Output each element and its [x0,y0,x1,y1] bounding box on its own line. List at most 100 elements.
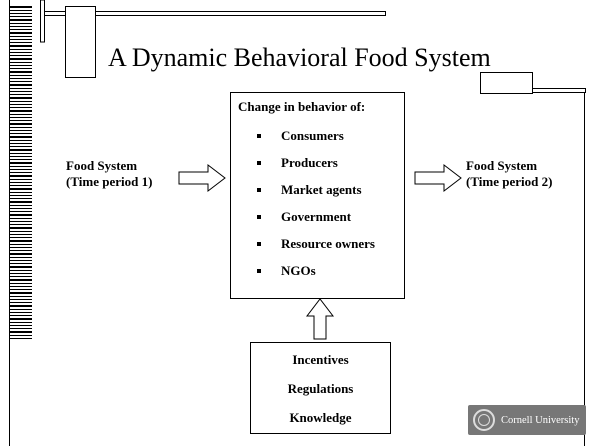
stripe [10,172,32,173]
stripe [10,247,32,248]
list-item: NGOs [257,263,375,290]
stripe [10,23,32,24]
list-item: Government [257,209,375,236]
stripe [10,159,32,160]
arrow-up [305,298,335,340]
stripe [10,75,32,76]
left-node-line1: Food System [66,158,138,173]
stripe [10,65,32,66]
stripe [10,292,32,294]
stripe [10,211,32,212]
stripe [10,201,32,203]
sidebar-stripes [10,6,32,339]
stripe [10,55,32,56]
stripe [10,289,32,290]
stripe [10,198,32,199]
stripe [10,16,32,17]
stripe [10,78,32,79]
stripe [10,279,32,281]
stripe [10,192,32,193]
stripe [10,325,32,326]
stripe [10,234,32,235]
stripe [10,94,32,95]
seal-icon [473,409,495,431]
left-node-line2: (Time period 1) [66,174,153,189]
behavior-box: Change in behavior of: Consumers Produce… [230,92,405,299]
stripe [10,36,32,37]
stripe [10,136,32,138]
stripe [10,250,32,251]
list-item: Producers [257,155,375,182]
stripe [10,49,32,50]
stripe [10,42,32,43]
stripe [10,253,32,255]
stripe [10,114,32,115]
title-vertical-bar-left [40,0,45,43]
stripe [10,107,32,108]
stripe [10,19,32,21]
behavior-box-heading: Change in behavior of: [238,99,366,114]
stripe [10,52,32,53]
stripe [10,58,32,60]
stripe [10,32,32,34]
stripe [10,120,32,121]
stripe [10,169,32,170]
stripe [10,117,32,118]
stripe [10,179,32,180]
arrow-right-1 [178,163,226,193]
list-item: Resource owners [257,236,375,263]
stripe [10,130,32,131]
stripe [10,322,32,323]
inputs-box: Incentives Regulations Knowledge [250,342,391,434]
stripe [10,133,32,134]
arrow-right-2 [414,163,462,193]
stripe [10,283,32,284]
stripe [10,224,32,225]
right-rule-box [480,72,533,94]
stripe [10,263,32,264]
stripe [10,153,32,154]
stripe [10,88,32,89]
stripe [10,309,32,310]
stripe [10,218,32,219]
stripe [10,205,32,206]
stripe [10,335,32,336]
stripe [10,315,32,316]
stripe [10,97,32,99]
stripe [10,244,32,245]
list-item: Regulations [287,381,354,396]
stripe [10,305,32,307]
stripe [10,13,32,14]
stripe [10,237,32,238]
stripe [10,260,32,261]
stripe [10,26,32,27]
stripe [10,338,32,339]
list-item: Incentives [292,352,349,367]
stripe [10,91,32,92]
stripe [10,318,32,320]
stripe [10,123,32,125]
stripe [10,328,32,329]
stripe [10,162,32,164]
right-node-line2: (Time period 2) [466,174,553,189]
stripe [10,71,32,73]
stripe [10,29,32,30]
stripe [10,296,32,297]
stripe [10,214,32,216]
title-frame-box [65,6,96,78]
list-item: Knowledge [289,410,352,425]
stripe [10,188,32,190]
stripe [10,39,32,40]
stripe [10,286,32,287]
stripe [10,101,32,102]
behavior-list: Consumers Producers Market agents Govern… [257,128,375,290]
stripe [10,6,32,8]
stripe [10,273,32,274]
stripe [10,312,32,313]
stripe [10,299,32,300]
stripe [10,331,32,333]
stripe [10,104,32,105]
stripe [10,231,32,232]
stripe [10,166,32,167]
